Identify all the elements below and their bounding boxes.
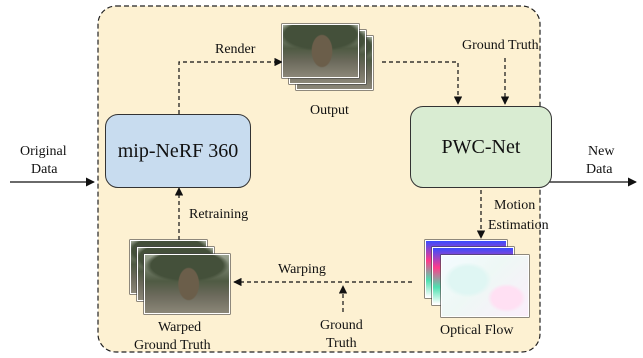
pwc-net-node: PWC-Net	[410, 106, 552, 188]
pwc-net-label: PWC-Net	[441, 135, 521, 158]
motion-label-line1: Motion	[494, 198, 536, 213]
warped-ground-truth-stack	[130, 240, 234, 314]
optical-flow-image-stack	[425, 240, 535, 318]
mip-nerf-360-node: mip-NeRF 360	[105, 114, 251, 188]
warped-label-line2: Ground Truth	[134, 338, 211, 353]
ground-truth-bottom-line1: Ground	[320, 318, 363, 333]
mip-nerf-360-label: mip-NeRF 360	[117, 139, 239, 162]
new-data-line1: New	[588, 144, 615, 159]
output-image-stack	[282, 24, 382, 94]
original-data-line1: Original	[20, 144, 67, 159]
optical-flow-label: Optical Flow	[440, 323, 514, 338]
render-arrow	[178, 57, 283, 114]
ground-truth-top-label: Ground Truth	[462, 38, 539, 53]
warping-label: Warping	[278, 262, 326, 277]
render-label: Render	[215, 42, 256, 57]
motion-label-line2: Estimation	[488, 218, 549, 233]
optical-flow-image-front	[441, 255, 529, 317]
output-image-front	[282, 24, 359, 78]
original-data-line2: Data	[31, 162, 58, 177]
warped-label-line1: Warped	[158, 320, 202, 335]
output-label: Output	[310, 103, 349, 118]
retraining-label: Retraining	[189, 207, 249, 222]
ground-truth-bottom-line2: Truth	[326, 336, 357, 351]
warped-image-front	[144, 254, 230, 314]
new-data-line2: Data	[586, 162, 613, 177]
